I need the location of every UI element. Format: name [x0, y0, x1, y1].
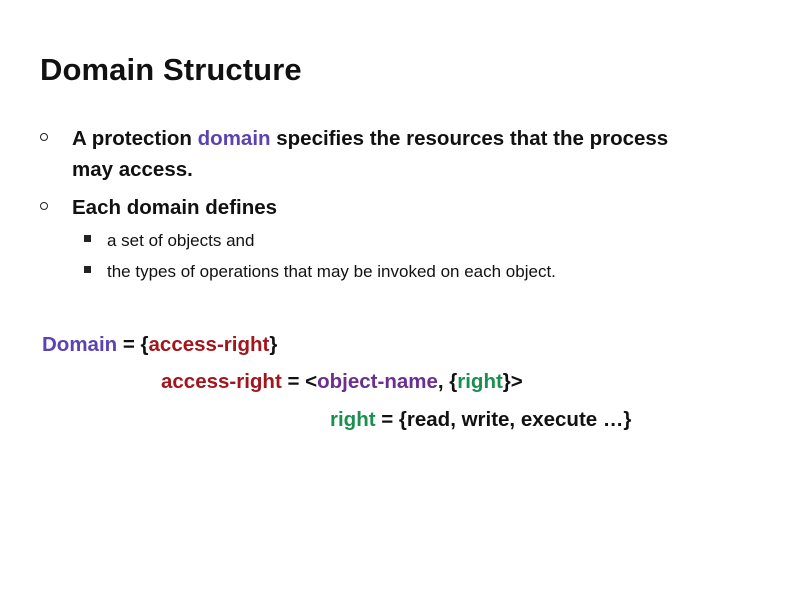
definition-symbol: }> — [502, 370, 523, 393]
definition-value: = {read, write, execute …} — [375, 408, 632, 431]
definition-symbol: } — [269, 333, 278, 356]
definition-symbol: = < — [281, 370, 318, 393]
definition-symbol: = { — [117, 333, 149, 356]
highlight-domain: domain — [197, 127, 271, 150]
definition-symbol: , { — [437, 370, 458, 393]
definition-domain: Domain = {access-right} — [42, 332, 277, 358]
square-bullet-icon — [84, 266, 91, 273]
term-access-right: access-right — [148, 333, 270, 356]
bullet-text-part: A protection — [72, 127, 198, 150]
circle-bullet-icon — [40, 133, 48, 141]
term-right: right — [457, 370, 503, 393]
term-access-right: access-right — [161, 370, 282, 393]
term-right: right — [330, 408, 376, 431]
bullet-text-part: specifies the resources that the process… — [72, 127, 669, 181]
sub-bullet-text: the types of operations that may be invo… — [107, 262, 556, 281]
bullet-text: Each domain defines — [72, 196, 278, 219]
slide-title: Domain Structure — [40, 52, 302, 87]
term-object-name: object-name — [317, 370, 438, 393]
circle-bullet-icon — [40, 202, 48, 210]
definition-right: right = {read, write, execute …} — [330, 407, 631, 433]
term-domain: Domain — [42, 333, 118, 356]
bullet-text: A protection domain specifies the resour… — [72, 123, 672, 185]
sub-bullet-text: a set of objects and — [107, 231, 255, 250]
square-bullet-icon — [84, 235, 91, 242]
definition-access-right: access-right = <object-name, {right}> — [161, 369, 523, 395]
